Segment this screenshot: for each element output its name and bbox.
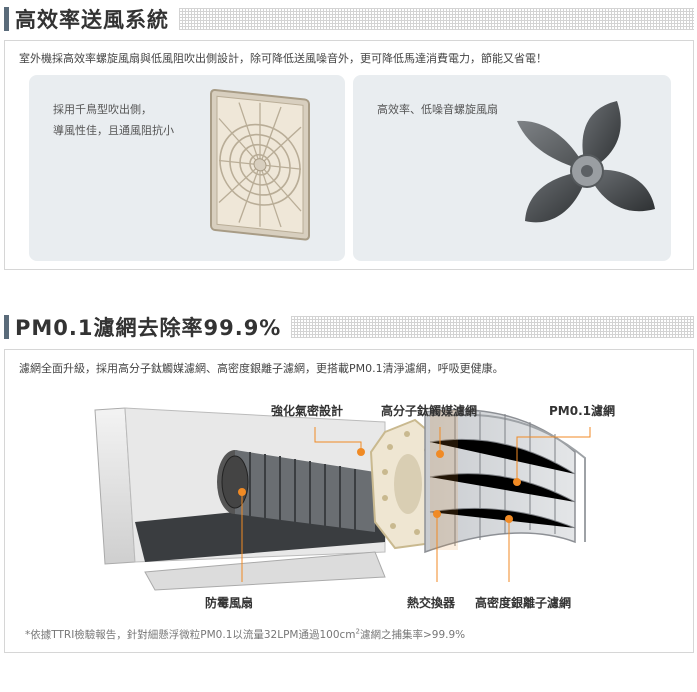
title-stripe-pattern [179,8,694,30]
fan-text: 高效率、低噪音螺旋風扇 [377,103,498,116]
grille-text: 採用千鳥型吹出側， 導風性佳，且通風阻抗小 [53,103,174,137]
fan-panel: 高效率、低噪音螺旋風扇 [353,75,671,261]
section-description: 濾網全面升級，採用高分子鈦觸媒濾網、高密度銀離子濾網，更搭載PM0.1清淨濾網，… [19,362,504,375]
section-header-pm01-filter: PM0.1濾網去除率99.9% [4,313,694,341]
propeller-fan-image [517,101,655,223]
callout-anti-mold-fan: 防霉風扇 [205,596,254,610]
section-title: PM0.1濾網去除率99.9% [15,316,282,340]
test-report-footnote: *依據TTRI檢驗報告，針對細懸浮微粒PM0.1以流量32LPM通過100cm2… [25,627,466,642]
title-stripe-pattern [291,316,694,338]
air-conditioner-exploded-image [94,407,591,591]
title-accent-bar [4,315,9,339]
section-title: 高效率送風系統 [15,8,169,32]
grille-image [210,89,310,241]
title-accent-bar [4,7,9,31]
callout-titanium-filter: 高分子鈦觸媒濾網 [381,404,478,418]
callout-reinforced-seal: 強化氣密設計 [271,404,344,418]
section-description: 室外機採高效率螺旋風扇與低風阻吹出側設計，除可降低送風噪音外，更可降低馬達消費電… [19,52,547,65]
grille-panel: 採用千鳥型吹出側， 導風性佳，且通風阻抗小 [29,75,345,261]
callout-pm01-filter: PM0.1濾網 [549,404,615,418]
callout-heat-exchanger: 熱交換器 [407,596,456,610]
callout-silver-ion-filter: 高密度銀離子濾網 [475,596,572,610]
fan-system-box: 室外機採高效率螺旋風扇與低風阻吹出側設計，除可降低送風噪音外，更可降低馬達消費電… [4,40,694,270]
section-header-fan-system: 高效率送風系統 [4,5,694,33]
pm01-filter-box: 濾網全面升級，採用高分子鈦觸媒濾網、高密度銀離子濾網，更搭載PM0.1清淨濾網，… [4,349,694,653]
